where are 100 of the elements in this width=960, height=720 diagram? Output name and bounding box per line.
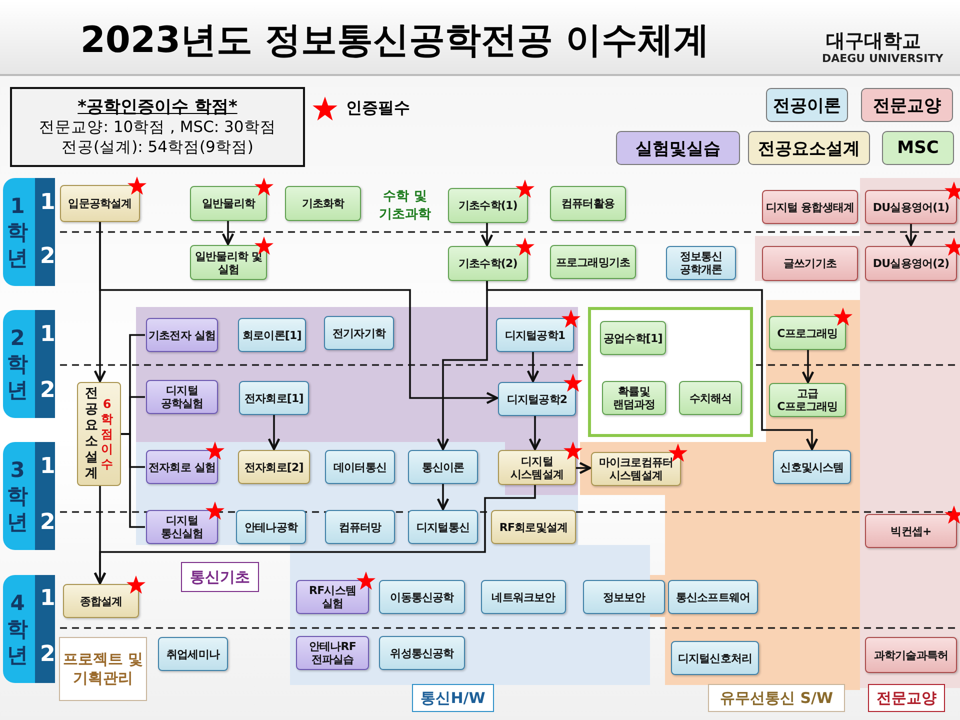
course-name: 신호및시스템 — [779, 460, 845, 474]
course-name: C프로그래밍 — [776, 326, 839, 340]
course-box — [668, 580, 758, 614]
course-box — [190, 186, 267, 221]
arrow — [99, 222, 498, 404]
course-name: 위성통신공학 — [389, 646, 455, 660]
credit-note: 6학점이수 — [101, 396, 113, 472]
semester-number: 2 — [40, 378, 56, 403]
track-tag — [868, 684, 945, 712]
course-box — [481, 580, 566, 614]
year-tab — [3, 442, 55, 550]
course-name: 디지털통신 — [415, 520, 470, 534]
course-name: 디지털공학1 — [504, 328, 566, 342]
year-tab — [3, 178, 55, 286]
course-box — [550, 245, 636, 279]
arrow — [528, 416, 542, 450]
course-name: 기초전자 실험 — [147, 328, 217, 342]
semester-number: 2 — [40, 642, 56, 667]
course-name: 고급 C프로그래밍 — [776, 387, 839, 413]
course-name: 이동통신공학 — [389, 590, 455, 604]
course-name: 일반물리학 — [200, 197, 256, 210]
course-box — [498, 450, 576, 485]
legend-chip: 전공이론 — [766, 88, 848, 122]
course-box — [146, 380, 218, 414]
year-label: 4학년 — [7, 590, 28, 668]
course-box — [238, 318, 306, 352]
course-name: 통신이론 — [420, 460, 466, 474]
course-name: 글쓰기기초 — [782, 257, 838, 270]
course-name: 디지털공학2 — [506, 392, 568, 406]
semester-number: 2 — [40, 510, 56, 535]
year-tab — [3, 310, 55, 418]
course-box — [325, 510, 395, 544]
course-box — [146, 450, 218, 484]
course-name: 프로그래밍기초 — [554, 256, 632, 268]
arrow — [904, 224, 918, 246]
course-box — [408, 510, 478, 544]
arrow — [268, 415, 280, 450]
course-name: 데이터통신 — [332, 460, 388, 474]
course-name: 디지털 융합생태계 — [764, 200, 856, 214]
course-name: 통신소프트웨어 — [674, 590, 752, 604]
track-tag — [708, 684, 845, 712]
course-name: 기초수학(2) — [458, 257, 518, 270]
course-name: 전자회로[2] — [244, 460, 304, 474]
course-box — [773, 450, 851, 484]
course-name: RF시스템 실험 — [308, 584, 357, 610]
credit-text: 전공(설계): 54학점(9학점) — [62, 137, 254, 157]
course-name: 전자회로[1] — [244, 392, 304, 404]
course-box — [602, 381, 666, 415]
legend-chip: 전문교양 — [861, 88, 953, 122]
course-box — [496, 318, 574, 352]
course-name: 정보통신 공학개론 — [678, 250, 724, 276]
course-name: 일반물리학 및 실험 — [194, 250, 264, 276]
course-box — [762, 246, 858, 281]
course-name: 정보보안 — [602, 590, 646, 604]
arrow — [486, 281, 818, 450]
course-box — [762, 190, 858, 224]
course-box — [550, 186, 626, 221]
arrow — [94, 485, 536, 584]
legend-chip: MSC — [882, 131, 954, 165]
course-name: 수치해석 — [688, 392, 733, 404]
course-box — [679, 381, 742, 415]
connector-line — [121, 433, 145, 528]
course-box — [583, 580, 665, 614]
course-box — [324, 316, 394, 350]
arrow — [222, 221, 234, 246]
course-box — [769, 316, 846, 350]
course-box — [448, 188, 528, 223]
box-heading: *공학인증이수 학점* — [78, 97, 238, 117]
course-box — [671, 641, 759, 675]
course-name: 확률및 랜덤과정 — [612, 385, 656, 411]
course-name: 빅컨셉+ — [890, 524, 932, 538]
year-tab — [3, 575, 55, 683]
course-name: DU실용영어(1) — [872, 200, 950, 214]
course-name: 디지털신호처리 — [676, 652, 754, 664]
course-box — [146, 510, 218, 544]
course-name: 디지털 시스템설계 — [509, 454, 564, 480]
track-tag — [412, 684, 494, 712]
course-box — [591, 452, 681, 486]
course-box — [865, 514, 957, 548]
arrow — [802, 350, 814, 384]
course-name: 디지털 통신실험 — [160, 514, 204, 540]
course-box — [238, 450, 310, 484]
course-box — [865, 190, 957, 224]
course-name: RF회로및설계 — [498, 520, 569, 534]
arrow — [436, 484, 450, 510]
legend-chip: 전공요소설계 — [748, 131, 870, 165]
arrow — [480, 223, 494, 246]
design-credit-box — [77, 382, 121, 486]
semester-number: 2 — [40, 244, 56, 269]
year-label: 3학년 — [7, 457, 28, 535]
year-label: 2학년 — [7, 325, 28, 403]
course-name: 기초화학 — [300, 197, 346, 210]
course-box — [491, 510, 576, 544]
legend-label: 인증필수 — [346, 98, 410, 119]
course-box — [498, 382, 576, 416]
course-box — [239, 381, 309, 415]
course-box — [865, 246, 957, 281]
course-name: 공업수학[1] — [602, 332, 664, 344]
course-box — [408, 450, 478, 484]
course-name: 디지털 공학실험 — [160, 384, 204, 410]
